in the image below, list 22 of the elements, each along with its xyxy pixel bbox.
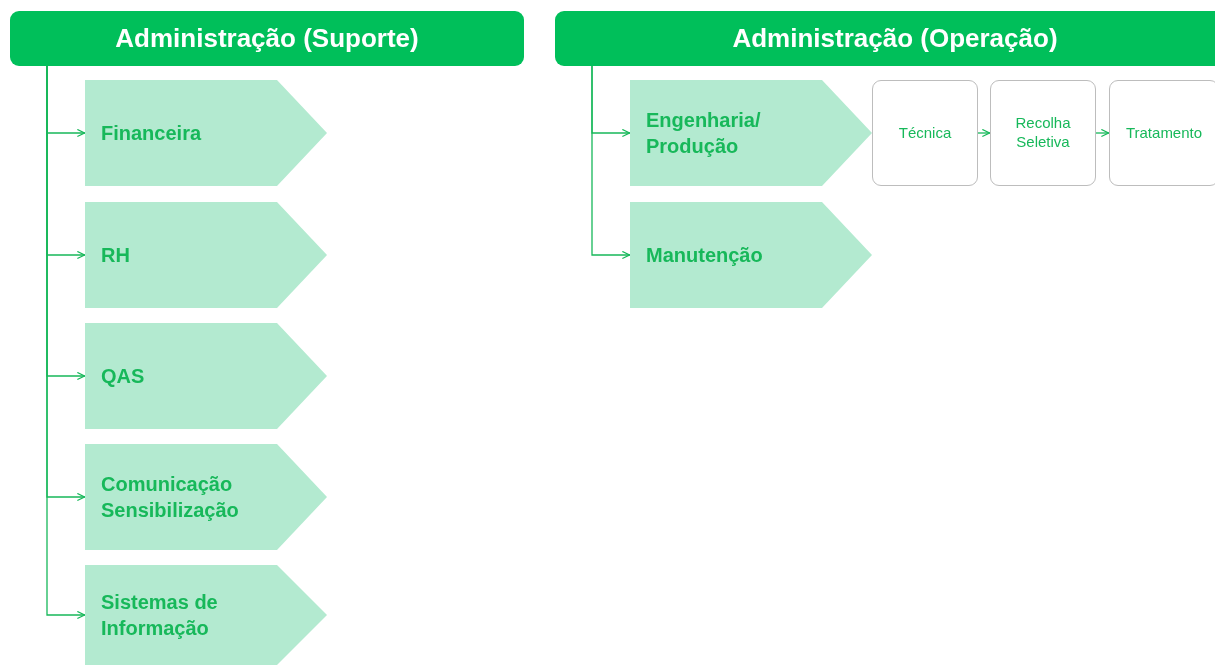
chevron-box <box>85 323 327 429</box>
chevron-box <box>85 444 327 550</box>
box-label: Financeira <box>101 121 202 146</box>
chevron-box <box>85 202 327 308</box>
box-label: Sistemas de Informação <box>101 590 219 641</box>
chevron-box <box>630 80 872 186</box>
arrow <box>977 128 991 138</box>
box-label: Engenharia/ Produção <box>646 108 762 159</box>
step-box: Técnica <box>872 80 978 186</box>
arrow <box>591 65 631 260</box>
chevron-box <box>85 565 327 665</box>
box-label: QAS <box>101 364 145 389</box>
step-box: Recolha Seletiva <box>990 80 1096 186</box>
header-bar: Administração (Operação) <box>555 11 1215 66</box>
step-box: Tratamento <box>1109 80 1215 186</box>
header-bar: Administração (Suporte) <box>10 11 524 66</box>
box-label: RH <box>101 243 130 268</box>
chevron-box <box>85 80 327 186</box>
chevron-box <box>630 202 872 308</box>
arrow <box>1095 128 1110 138</box>
box-label: Comunicação Sensibilização <box>101 472 240 523</box>
box-label: Manutenção <box>646 243 763 268</box>
